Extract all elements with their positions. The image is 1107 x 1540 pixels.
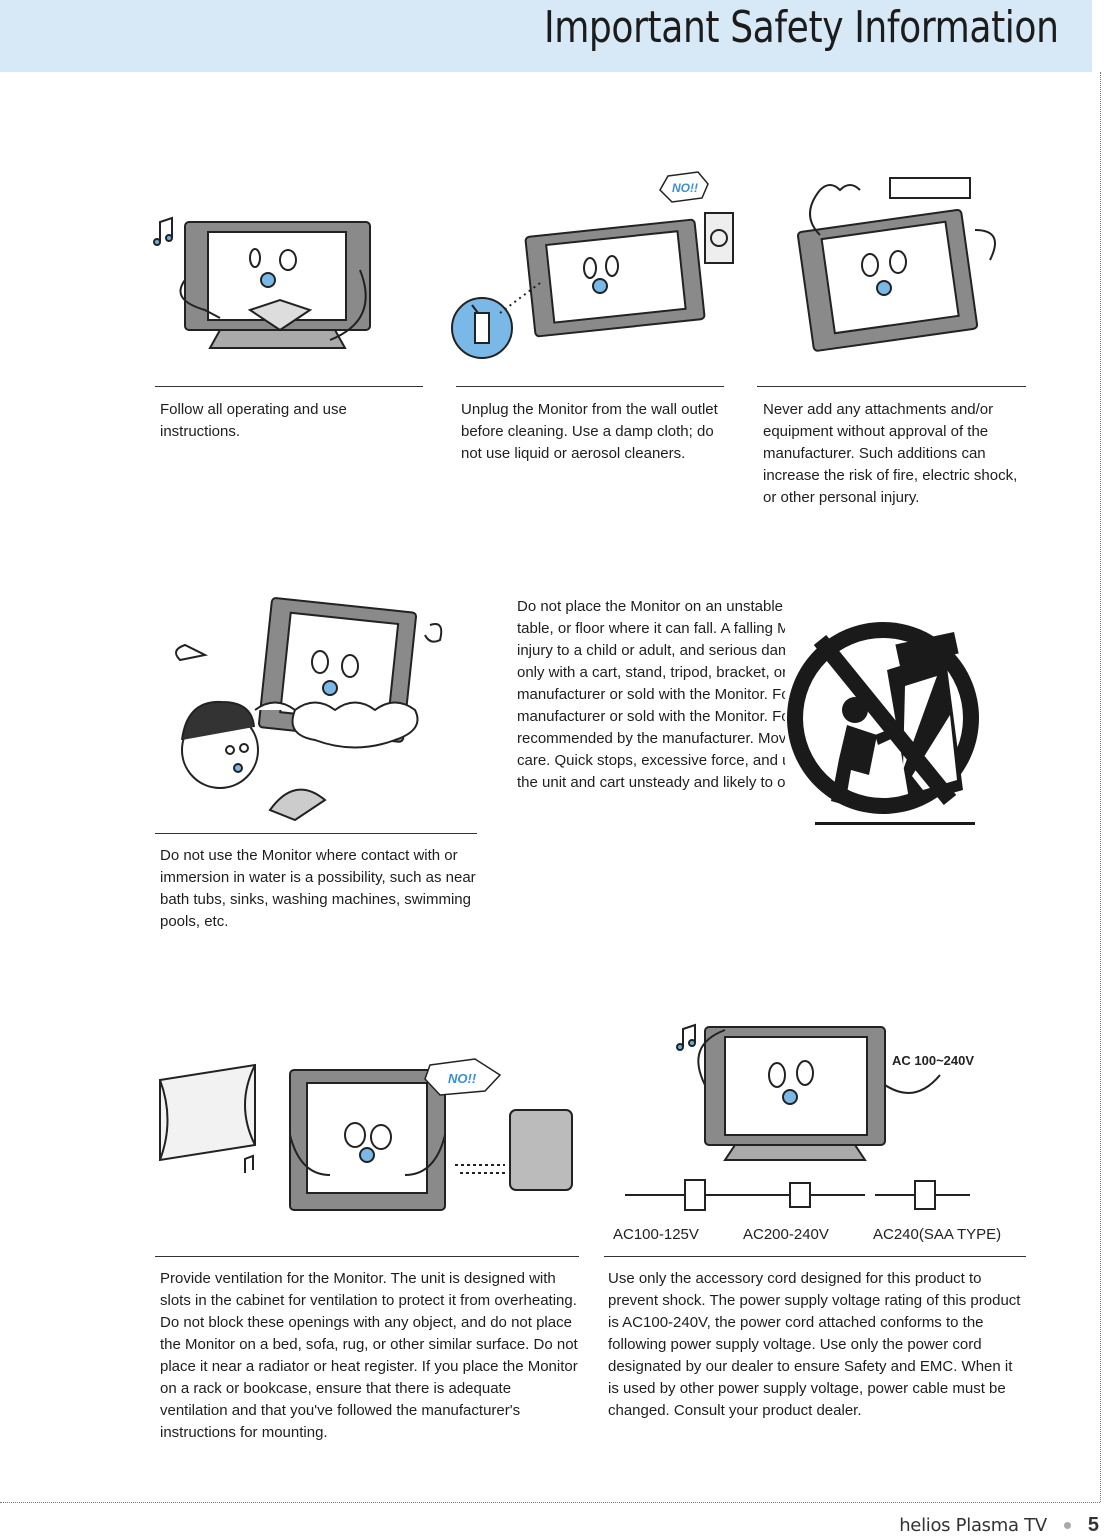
tv-attachments-warning-illustration (796, 177, 996, 352)
plug-label-us: AC100-125V (613, 1226, 699, 1243)
no-badge-shape (424, 1058, 502, 1096)
footer-bullet (1063, 1522, 1071, 1529)
footer: helios Plasma TV 5 (899, 1514, 1099, 1537)
footer-brand: helios Plasma TV (899, 1515, 1047, 1536)
music-note-icon (682, 1023, 696, 1047)
tv-power-cord-illustration: AC 100~240V AC100-125V AC200-240V AC240(… (613, 1023, 1001, 1243)
tv-unplug-cleaning-illustration: NO!! (451, 171, 734, 359)
cart-tip-over-warning-symbol (785, 600, 981, 836)
plug-label-saa: AC240(SAA TYPE) (873, 1226, 1001, 1243)
no-badge: NO!! (672, 181, 698, 195)
caption-water-hazard: Do not use the Monitor where contact wit… (160, 847, 476, 930)
tv-ventilation-illustration: NO!! (159, 1058, 573, 1211)
caption-power-cord: Use only the accessory cord designed for… (608, 1270, 1021, 1419)
header-band (0, 0, 1092, 72)
tv-reading-instructions-illustration (153, 216, 371, 349)
page-number: 5 (1087, 1514, 1099, 1536)
caption-divider (155, 386, 423, 387)
music-note-icon (159, 216, 173, 242)
tv-water-hazard-illustration (175, 597, 443, 822)
caption-divider (155, 1256, 579, 1257)
caption-operating-instructions: Follow all operating and use instruction… (160, 401, 347, 440)
footer-dotted-divider (0, 1502, 1100, 1503)
plug-label-eu: AC200-240V (743, 1226, 829, 1243)
caption-divider (456, 386, 724, 387)
music-note-icon (244, 1154, 254, 1173)
page-title: Important Safety Information (544, 2, 1059, 53)
caption-ventilation: Provide ventilation for the Monitor. The… (160, 1270, 578, 1441)
voltage-label: AC 100~240V (892, 1053, 974, 1068)
caption-no-attachments: Never add any attachments and/or equipme… (763, 401, 1018, 506)
caption-divider (604, 1256, 1026, 1257)
vertical-dotted-divider (1100, 72, 1101, 1502)
caption-divider (757, 386, 1026, 387)
caption-divider (155, 833, 477, 834)
no-badge-shape (659, 171, 709, 203)
no-badge: NO!! (448, 1071, 477, 1086)
caption-unplug-before-cleaning: Unplug the Monitor from the wall outlet … (461, 401, 718, 462)
